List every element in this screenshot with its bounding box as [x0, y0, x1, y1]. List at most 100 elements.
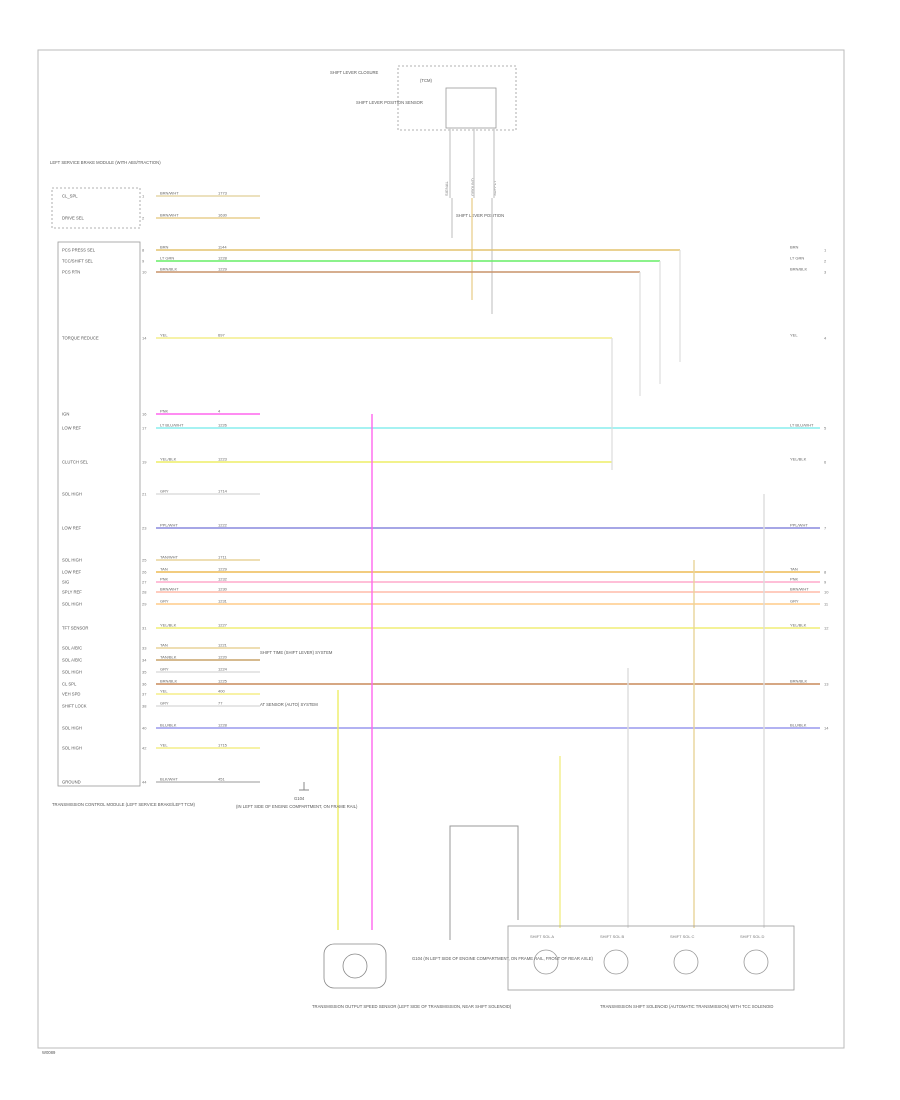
wire-color-code: LT GRN	[160, 256, 174, 261]
wire-color-code: TAN	[160, 567, 168, 572]
ground-symbol	[299, 782, 309, 791]
wire-end-pin: 6	[824, 460, 827, 465]
wire-pin-number: 44	[142, 780, 147, 785]
wire-function-label: SHIFT LOCK	[62, 704, 87, 709]
shift-lever-connector: SHIFT LEVER CLOSURE (TCM) SHIFT LEVER PO…	[330, 65, 517, 314]
wire-function-label: SOL A/B/C	[62, 658, 82, 663]
wire-color-code: PNK	[160, 409, 169, 414]
wire-pin-number: 10	[142, 270, 147, 275]
wire-circuit-number: 1630	[218, 213, 228, 218]
shift-lever-junction-label: SHIFT LEVER POSITION	[456, 213, 504, 218]
solenoid-c-label: SHIFT SOL C	[670, 934, 695, 939]
solenoid-assembly-label: TRANSMISSION SHIFT SOLENOID (AUTOMATIC T…	[600, 1004, 773, 1009]
wire-circuit-number: 1229	[218, 567, 228, 572]
wire-function-label: GROUND	[62, 780, 81, 785]
wire-circuit-number: 1224	[218, 667, 228, 672]
wire-color-code: BRN/BLK	[160, 267, 177, 272]
wire-end-label: YEL/BLK	[790, 457, 807, 462]
wire-end-label: TAN	[790, 567, 798, 572]
wire-circuit-number: 1773	[218, 191, 228, 196]
wire-pin-number: 29	[142, 602, 147, 607]
wire-pin-number: 19	[142, 460, 147, 465]
wire-end-pin: 12	[824, 626, 829, 631]
wire-circuit-number: 1715	[218, 743, 228, 748]
wire-end-pin: 14	[824, 726, 829, 731]
wire-row: SOL HIGH 42 YEL 1715	[62, 743, 260, 751]
wire-color-code: BLK/WHT	[160, 777, 178, 782]
wire-pin-number: 42	[142, 746, 147, 751]
wire-function-label: PCS RTN	[62, 270, 80, 275]
wire-pin-number: 33	[142, 646, 147, 651]
wire-circuit-number: 1228	[218, 723, 228, 728]
wire-color-code: GRY	[160, 667, 169, 672]
wire-color-code: GRY	[160, 701, 169, 706]
wire-pin-number: 35	[142, 670, 147, 675]
wire-circuit-number: 1711	[218, 555, 227, 560]
wire-circuit-number: 1220	[218, 655, 228, 660]
wire-circuit-number: 1222	[218, 523, 228, 528]
wire-circuit-number: 1221	[218, 643, 228, 648]
shift-lever-subtitle: (TCM)	[420, 78, 432, 83]
wire-color-code: TAN/WHT	[160, 555, 178, 560]
wire-circuit-number: 1226	[218, 423, 228, 428]
wire-end-pin: 4	[824, 336, 827, 341]
center-ground-wire	[449, 825, 519, 940]
solenoid-b-label: SHIFT SOL B	[600, 934, 625, 939]
wire-function-label: SOL HIGH	[62, 746, 82, 751]
wire-pin-number: 38	[142, 704, 147, 709]
solenoid-a-label: SHIFT SOL A	[530, 934, 554, 939]
wire-color-code: PPL/WHT	[160, 523, 178, 528]
wire-end-pin: 10	[824, 590, 829, 595]
module-upper-box	[51, 187, 141, 229]
ground-id: G104	[294, 796, 305, 801]
wire-function-label: SOL HIGH	[62, 492, 82, 497]
solenoid-assembly: SHIFT SOL A SHIFT SOL B SHIFT SOL C SHIF…	[507, 925, 795, 1009]
wire-circuit-number: 4	[218, 409, 221, 414]
wire-function-label: SIG	[62, 580, 69, 585]
wire-color-code: YEL	[160, 333, 168, 338]
wire-circuit-number: 400	[218, 689, 225, 694]
wire-color-code: YEL	[160, 743, 168, 748]
wire-color-code: BRN/WHT	[160, 587, 179, 592]
wire-end-pin: 1	[824, 248, 827, 253]
wire-color-code: BRN/WHT	[160, 213, 179, 218]
wire-color-code: YEL/BLK	[160, 623, 177, 628]
shift-lever-pin-1: SIGNAL	[444, 181, 449, 196]
wire-end-pin: 5	[824, 426, 827, 431]
wire-end-label: LT GRN	[790, 256, 804, 261]
wire-function-label: VEH SPD	[62, 692, 80, 697]
wire-function-label: CL SPL	[62, 682, 77, 687]
wire-pin-number: 27	[142, 580, 147, 585]
wire-pin-number: 34	[142, 658, 147, 663]
wire-circuit-number: 1229	[218, 267, 228, 272]
wire-end-pin: 9	[824, 580, 827, 585]
wire-function-label: SOL HIGH	[62, 602, 82, 607]
wire-pin-number: 23	[142, 526, 147, 531]
wire-color-code: BRN/WHT	[160, 191, 179, 196]
wire-circuit-number: 1232	[218, 577, 228, 582]
wire-end-label: BRN/WHT	[790, 587, 809, 592]
wire-end-label: BRN/BLK	[790, 267, 807, 272]
module-lower-box	[57, 241, 141, 787]
wire-color-code: BRN	[160, 245, 169, 250]
wire-pin-number: 17	[142, 426, 147, 431]
speed-sensor-label: TRANSMISSION OUTPUT SPEED SENSOR (LEFT S…	[312, 1004, 512, 1009]
shift-lever-title: SHIFT LEVER CLOSURE	[330, 70, 379, 75]
solenoid-coil-1	[533, 949, 559, 975]
